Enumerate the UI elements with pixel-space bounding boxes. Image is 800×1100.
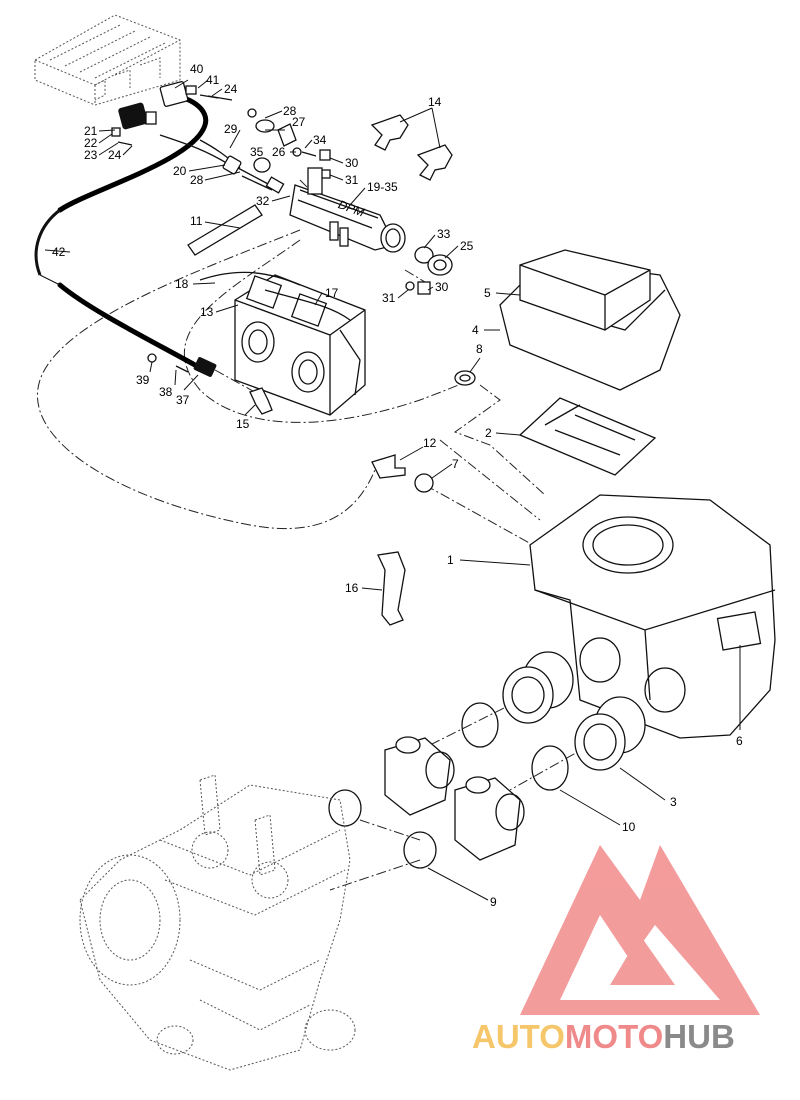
clips-14 xyxy=(370,114,453,181)
callout-41: 41 xyxy=(206,73,220,87)
callout-25: 25 xyxy=(460,239,474,253)
connector-40 xyxy=(159,81,219,107)
callout-labels: 40 41 24 28 27 29 34 26 35 30 31 21 22 2… xyxy=(52,62,743,909)
callout-17: 17 xyxy=(325,286,339,300)
callout-23: 23 xyxy=(84,148,98,162)
hose-11 xyxy=(187,204,263,256)
callout-1: 1 xyxy=(447,553,454,567)
clamps xyxy=(328,702,569,869)
callout-10: 10 xyxy=(622,820,636,834)
callout-38: 38 xyxy=(159,385,173,399)
leader-lines xyxy=(44,79,741,901)
intake-boots xyxy=(502,651,646,771)
callout-6: 6 xyxy=(736,734,743,748)
callout-24: 24 xyxy=(224,82,238,96)
callout-31: 31 xyxy=(382,291,396,305)
callout-39: 39 xyxy=(136,373,150,387)
callout-12: 12 xyxy=(423,436,437,450)
callout-31: 31 xyxy=(345,173,359,187)
callout-11: 11 xyxy=(190,214,203,228)
callout-4: 4 xyxy=(472,323,479,337)
callout-9: 9 xyxy=(490,895,497,909)
watermark-text: AUTOMOTOHUB xyxy=(472,1018,735,1055)
callout-2: 2 xyxy=(485,426,492,440)
connector-21 xyxy=(111,102,157,146)
callout-32: 32 xyxy=(256,194,270,208)
callout-21: 21 xyxy=(84,124,98,138)
callout-3: 3 xyxy=(670,795,677,809)
callout-13: 13 xyxy=(200,305,214,319)
injector-lead xyxy=(159,134,285,194)
sensors xyxy=(147,353,273,415)
callout-22: 22 xyxy=(84,136,98,150)
fuel-rail-assembly: DPM xyxy=(289,167,406,253)
assembly-lines xyxy=(37,179,591,891)
airbox-body xyxy=(529,494,776,739)
callout-15: 15 xyxy=(236,417,250,431)
watermark-auto: AUTO xyxy=(472,1018,565,1055)
callout-33: 33 xyxy=(437,227,451,241)
throttle-body xyxy=(199,271,366,416)
wiring-harness xyxy=(34,92,209,368)
callout-28: 28 xyxy=(190,173,204,187)
callout-35: 35 xyxy=(250,145,264,159)
callout-8: 8 xyxy=(476,342,483,356)
oring-and-cap xyxy=(414,246,453,276)
callout-42: 42 xyxy=(52,245,66,259)
callout-7: 7 xyxy=(452,457,459,471)
callout-40: 40 xyxy=(190,62,204,76)
airbox-lid xyxy=(499,249,681,391)
callout-19-35: 19-35 xyxy=(367,180,398,194)
watermark-logo: AUTOMOTOHUB xyxy=(472,845,760,1055)
callout-18: 18 xyxy=(175,277,189,291)
watermark-hub: HUB xyxy=(663,1018,735,1055)
callout-30: 30 xyxy=(345,156,359,170)
callout-24: 24 xyxy=(108,148,122,162)
carburetors xyxy=(384,736,525,861)
callout-5: 5 xyxy=(484,286,491,300)
callout-16: 16 xyxy=(345,581,359,595)
callout-34: 34 xyxy=(313,133,327,147)
bracket-16 xyxy=(377,551,406,626)
callout-27: 27 xyxy=(292,115,306,129)
callout-28: 28 xyxy=(283,104,297,118)
watermark-triangle-icon xyxy=(520,845,760,1015)
engine-outline xyxy=(79,774,356,1071)
ring-and-plate xyxy=(454,370,657,476)
ecu-module xyxy=(34,14,181,106)
callout-29: 29 xyxy=(224,122,238,136)
callout-20: 20 xyxy=(173,164,187,178)
watermark-moto: MOTO xyxy=(565,1018,663,1055)
callout-26: 26 xyxy=(272,145,286,159)
elbow-and-grommet xyxy=(371,454,434,493)
callout-14: 14 xyxy=(428,95,442,109)
callout-37: 37 xyxy=(176,393,190,407)
callout-30: 30 xyxy=(435,280,449,294)
